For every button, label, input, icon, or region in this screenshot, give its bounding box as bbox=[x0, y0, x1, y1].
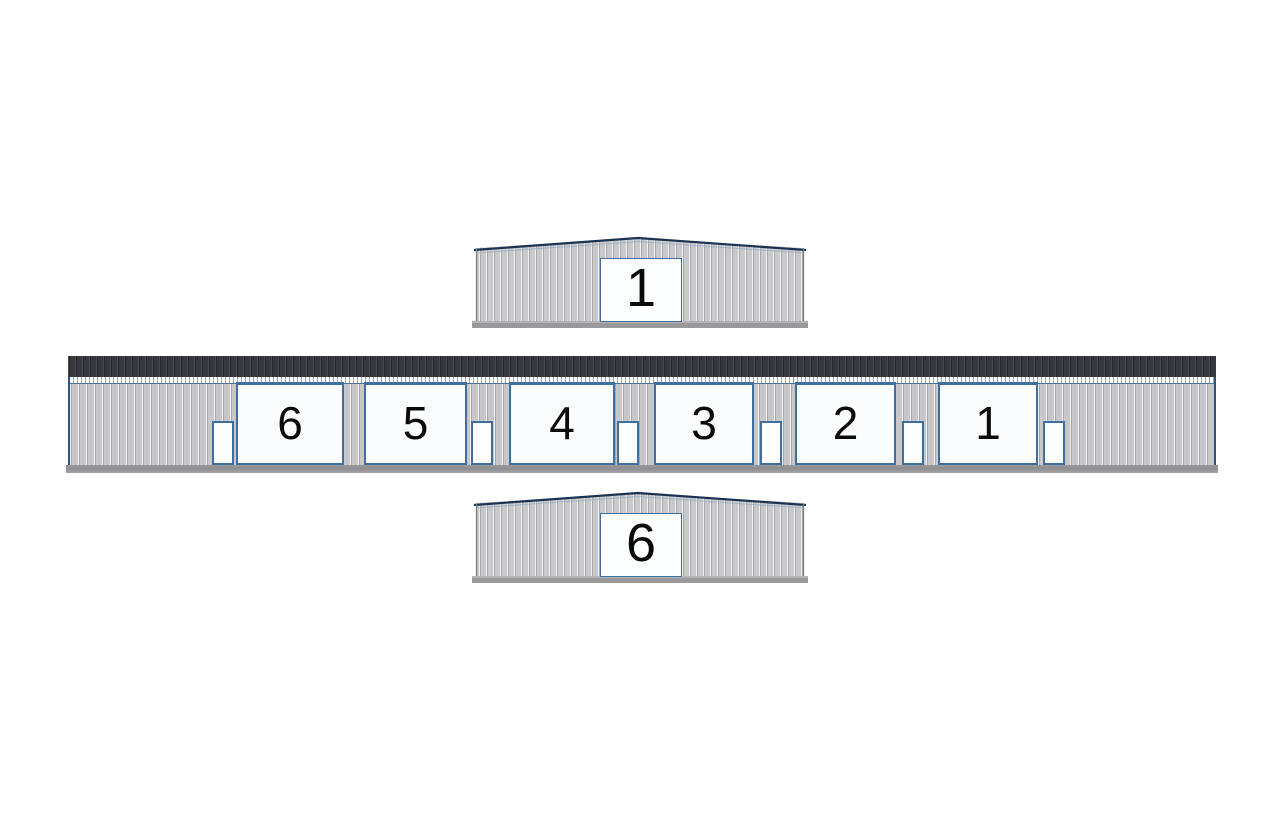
gable-door-bottom-label: 6 bbox=[625, 513, 657, 573]
rollup-door-2-label: 2 bbox=[832, 397, 859, 449]
main-building[interactable]: 6 5 4 3 2 1 bbox=[66, 356, 1218, 473]
personnel-door-3[interactable] bbox=[617, 421, 639, 465]
gable-door-top-label: 1 bbox=[625, 258, 657, 318]
personnel-door-2[interactable] bbox=[471, 421, 493, 465]
gable-door-top[interactable]: 1 bbox=[600, 258, 682, 322]
rollup-door-1-label: 1 bbox=[975, 397, 1001, 449]
rollup-door-1[interactable]: 1 bbox=[938, 382, 1038, 465]
rollup-door-2[interactable]: 2 bbox=[795, 382, 896, 465]
roof-band bbox=[68, 356, 1216, 379]
foundation-slab bbox=[66, 465, 1218, 473]
rollup-door-4[interactable]: 4 bbox=[509, 382, 615, 465]
rollup-door-6[interactable]: 6 bbox=[236, 382, 344, 465]
bottom-gable-building[interactable]: 6 bbox=[472, 491, 808, 583]
personnel-door-1[interactable] bbox=[212, 421, 234, 465]
rollup-door-3[interactable]: 3 bbox=[654, 382, 754, 465]
personnel-door-6[interactable] bbox=[1043, 421, 1065, 465]
wall-top-trim bbox=[70, 377, 1214, 384]
gable-door-bottom[interactable]: 6 bbox=[600, 513, 682, 577]
rollup-door-4-label: 4 bbox=[549, 397, 575, 449]
rollup-door-3-label: 3 bbox=[691, 397, 717, 449]
personnel-door-5[interactable] bbox=[902, 421, 924, 465]
rollup-door-5[interactable]: 5 bbox=[364, 382, 467, 465]
top-gable-building[interactable]: 1 bbox=[472, 236, 808, 328]
personnel-door-4[interactable] bbox=[760, 421, 782, 465]
rollup-door-5-label: 5 bbox=[402, 397, 429, 449]
rollup-door-6-label: 6 bbox=[277, 397, 303, 449]
